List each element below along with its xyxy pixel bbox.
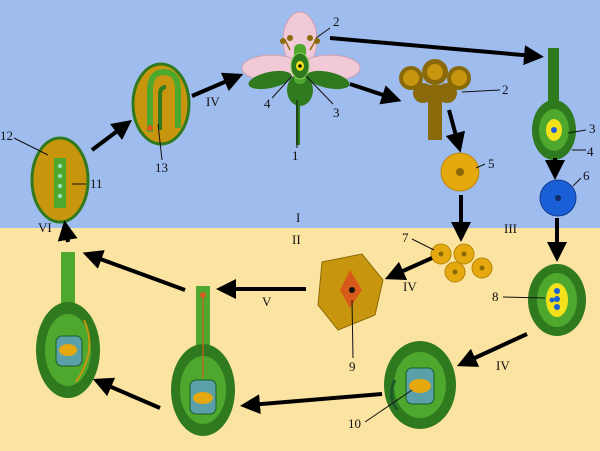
label-3-ovule: 3 [589, 121, 596, 136]
fertilized-ovule [36, 252, 100, 398]
arrow-seed-to-germination [90, 120, 132, 152]
stage-VI: VI [38, 220, 52, 235]
label-2-flower: 2 [333, 14, 340, 29]
germinating-seed [131, 62, 191, 146]
pollen-grain [317, 253, 384, 331]
stage-labels: I II III IV IV IV V VI [38, 94, 517, 373]
arrow-fertilized-to-seed [57, 220, 78, 243]
label-8: 8 [492, 289, 499, 304]
label-6: 6 [583, 168, 590, 183]
label-11: 11 [90, 176, 103, 191]
arrow-pollinated-to-fertilized [92, 377, 161, 410]
arrow-sac-to-mature [456, 332, 528, 367]
stage-IV-mid: IV [403, 279, 417, 294]
ovule-top [532, 48, 576, 160]
stage-V: V [262, 294, 272, 309]
label-12: 12 [0, 128, 13, 143]
arrow-mature-to-pollinated [240, 392, 383, 415]
stage-I: I [296, 210, 300, 225]
embryo-sac-ovule [528, 264, 586, 336]
stage-II: II [292, 232, 301, 247]
pollinated-ovule [171, 286, 235, 436]
arrow-microspores-to-pollen [384, 256, 433, 281]
label-4-ovule: 4 [587, 144, 594, 159]
number-labels: 1 2 3 4 2 3 4 5 6 7 8 9 10 11 12 13 [0, 14, 596, 431]
arrow-flower-to-ovule [329, 36, 544, 66]
stage-IV-bottom: IV [496, 358, 510, 373]
label-7: 7 [402, 230, 409, 245]
arrow-flower-to-anther [349, 82, 402, 105]
arrow-germination-to-flower [191, 72, 244, 98]
label-2-anther: 2 [502, 82, 509, 97]
seed [30, 136, 90, 224]
label-9: 9 [349, 359, 356, 374]
anther [399, 59, 471, 140]
flower [241, 11, 361, 145]
pollen-mother-cell [440, 152, 480, 192]
stage-IV-top: IV [206, 94, 220, 109]
mature-embryo-sac [384, 341, 456, 429]
label-1: 1 [292, 148, 299, 163]
label-4-flower: 4 [264, 96, 271, 111]
label-3-flower: 3 [333, 105, 340, 120]
arrow-anther-to-cell [445, 109, 466, 153]
megaspore [539, 179, 577, 217]
leader-lines [13, 27, 587, 423]
cycle-arrows [57, 36, 567, 415]
arrow-to-fertilized-top [82, 250, 186, 292]
label-5: 5 [488, 156, 495, 171]
microspores [430, 243, 493, 283]
label-13: 13 [155, 160, 168, 175]
stage-III: III [504, 221, 517, 236]
label-10: 10 [348, 416, 361, 431]
